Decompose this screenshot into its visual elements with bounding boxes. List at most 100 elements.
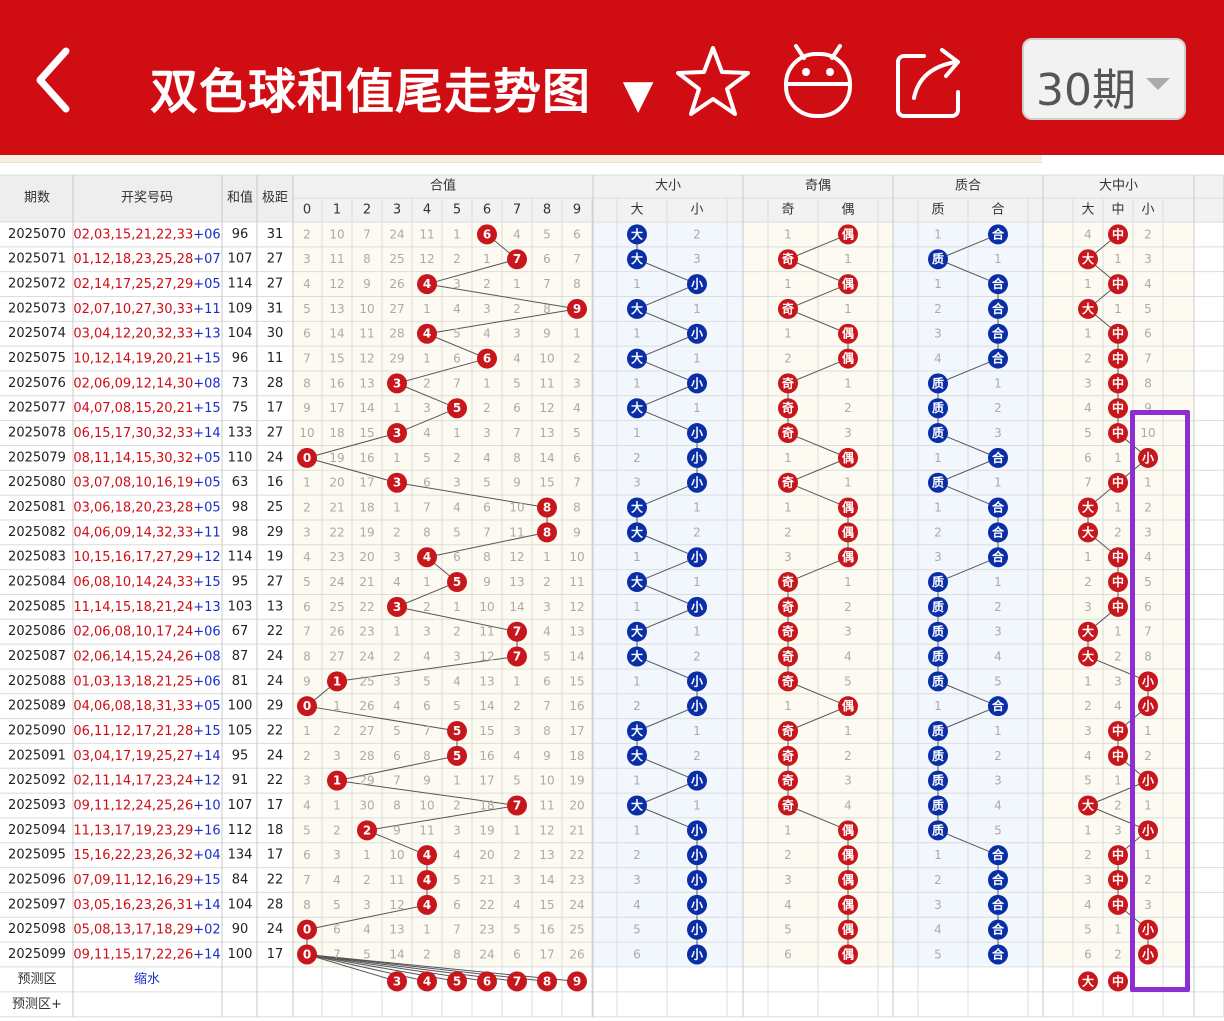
dx-ball: 大 <box>627 398 647 419</box>
svg-text:大: 大 <box>631 624 643 639</box>
dzx-ball: 中 <box>1108 472 1128 493</box>
he-omission: 15 <box>329 352 344 366</box>
draw-numbers-cell: 03,05,16,23,26,31+14 <box>73 897 220 912</box>
jo-omission: 1 <box>844 575 852 589</box>
svg-text:小: 小 <box>691 599 703 614</box>
he-omission: 18 <box>479 799 494 813</box>
sub-header: 奇 <box>781 202 794 218</box>
he-omission: 7 <box>303 352 311 366</box>
he-omission: 1 <box>423 923 431 937</box>
dx-omission: 2 <box>693 525 701 539</box>
sum-cell: 110 <box>228 450 253 465</box>
dx-omission: 1 <box>633 774 641 788</box>
red-numbers: 06,11,12,17,21,28 <box>73 724 193 739</box>
dzx-omission: 1 <box>1144 724 1152 738</box>
he-omission: 6 <box>423 476 431 490</box>
svg-text:偶: 偶 <box>842 847 854 862</box>
svg-text:合: 合 <box>992 847 1005 862</box>
dzx-omission: 1 <box>1114 451 1122 465</box>
he-omission: 9 <box>543 749 551 763</box>
share-icon[interactable] <box>890 38 970 122</box>
svg-text:中: 中 <box>1112 549 1124 564</box>
he-ball: 6 <box>477 348 497 369</box>
he-omission: 23 <box>329 550 344 564</box>
he-omission: 17 <box>479 774 494 788</box>
red-numbers: 02,03,15,21,22,33 <box>73 227 193 242</box>
he-omission: 8 <box>513 451 521 465</box>
he-omission: 4 <box>513 898 521 912</box>
zh-omission: 4 <box>934 923 942 937</box>
blue-number: +15 <box>193 351 220 366</box>
draw-numbers-cell: 06,15,17,30,32,33+14 <box>73 426 220 441</box>
he-omission: 15 <box>569 674 584 688</box>
he-omission: 11 <box>359 327 374 341</box>
he-ball: 4 <box>417 274 437 295</box>
svg-text:小: 小 <box>691 822 703 837</box>
shrink-link[interactable]: 缩水 <box>134 971 160 987</box>
he-omission: 1 <box>363 848 371 862</box>
zh-omission: 3 <box>934 898 942 912</box>
blue-number: +05 <box>193 500 220 515</box>
blue-number: +14 <box>193 897 220 912</box>
svg-text:小: 小 <box>1142 450 1154 465</box>
he-ball: 0 <box>297 696 317 717</box>
he-omission: 15 <box>479 724 494 738</box>
android-icon[interactable] <box>778 38 858 122</box>
span-cell: 22 <box>267 724 284 739</box>
zh-ball: 合 <box>988 274 1008 295</box>
svg-text:偶: 偶 <box>842 351 854 366</box>
he-omission: 4 <box>423 426 431 440</box>
zh-ball: 质 <box>928 646 948 667</box>
jo-omission: 1 <box>844 724 852 738</box>
dzx-omission: 1 <box>1084 277 1092 291</box>
zh-ball: 质 <box>928 373 948 394</box>
he-omission: 13 <box>389 923 404 937</box>
jo-omission: 4 <box>784 898 792 912</box>
dx-ball: 小 <box>687 274 707 295</box>
he-omission: 8 <box>423 525 431 539</box>
dzx-omission: 7 <box>1144 352 1152 366</box>
page-title[interactable]: 双色球和值尾走势图 ▼ <box>150 52 655 122</box>
dx-ball: 小 <box>687 373 707 394</box>
dzx-ball: 大 <box>1078 497 1098 518</box>
svg-text:大: 大 <box>1082 973 1094 988</box>
he-omission: 21 <box>359 575 374 589</box>
dx-ball: 小 <box>687 323 707 344</box>
dzx-omission: 4 <box>1084 749 1092 763</box>
zh-omission: 1 <box>934 227 942 241</box>
forecast-he-ball: 4 <box>417 971 437 992</box>
jo-ball: 偶 <box>838 919 858 940</box>
jo-omission: 1 <box>784 699 792 713</box>
draw-numbers-cell: 06,08,10,14,24,33+15 <box>73 575 220 590</box>
forecast-dzx-ball: 中 <box>1108 971 1128 992</box>
he-ball: 0 <box>297 447 317 468</box>
he-omission: 2 <box>333 823 341 837</box>
dx-ball: 小 <box>687 547 707 568</box>
back-icon[interactable] <box>30 45 80 115</box>
dzx-omission: 3 <box>1144 525 1152 539</box>
period-selector[interactable]: 30期 <box>1022 38 1186 120</box>
he-omission: 6 <box>543 252 551 266</box>
zh-omission: 5 <box>934 947 942 961</box>
svg-text:质: 质 <box>932 574 944 589</box>
star-icon[interactable] <box>673 38 753 122</box>
dzx-ball: 小 <box>1138 447 1158 468</box>
he-omission: 1 <box>303 476 311 490</box>
period-cell: 2025086 <box>8 624 66 639</box>
jo-ball: 偶 <box>838 869 858 890</box>
svg-text:偶: 偶 <box>842 946 854 961</box>
blue-number: +15 <box>193 724 220 739</box>
svg-text:合: 合 <box>992 450 1005 465</box>
zh-ball: 合 <box>988 298 1008 319</box>
svg-text:质: 质 <box>932 798 944 813</box>
forecast-he-ball: 5 <box>447 971 467 992</box>
he-omission: 7 <box>543 699 551 713</box>
dx-omission: 1 <box>633 327 641 341</box>
svg-text:奇: 奇 <box>782 574 794 589</box>
svg-text:小: 小 <box>691 698 703 713</box>
draw-numbers-cell: 02,07,10,27,30,33+11 <box>73 301 220 316</box>
he-omission: 16 <box>569 699 584 713</box>
dx-omission: 2 <box>633 699 641 713</box>
dzx-omission: 4 <box>1114 699 1122 713</box>
blue-number: +07 <box>193 252 220 267</box>
